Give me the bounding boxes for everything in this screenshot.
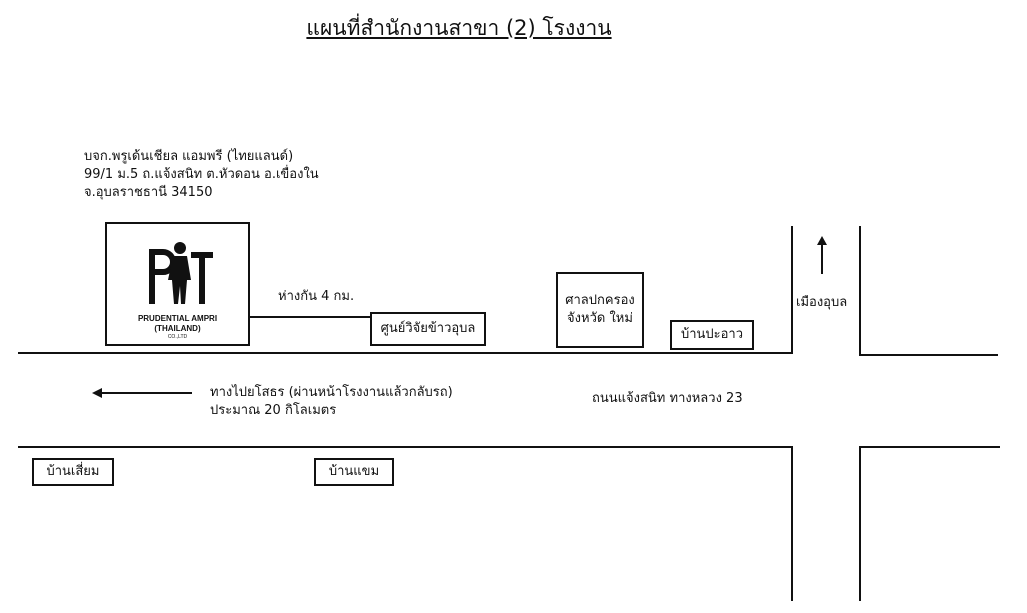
arrow-left-icon xyxy=(92,388,192,398)
map-title: แผนที่สำนักงานสาขา (2) โรงงาน xyxy=(306,16,612,40)
landmark-rice-research: ศูนย์วิจัยข้าวอุบล xyxy=(370,312,486,346)
distance-connector xyxy=(250,316,372,318)
arrow-up-icon xyxy=(817,236,827,274)
address-line-1: 99/1 ม.5 ถ.แจ้งสนิท ต.หัวดอน อ.เขื่องใน xyxy=(84,167,319,182)
landmark-ban-siam: บ้านเสี่ยม xyxy=(32,458,114,486)
court-line-2: จังหวัด ใหม่ xyxy=(567,311,633,326)
road-edge-bottom-left xyxy=(18,446,793,448)
direction-yasothon-line-2: ประมาณ 20 กิโลเมตร xyxy=(210,403,337,418)
road-edge-bottom-right xyxy=(860,446,1000,448)
court-line-1: ศาลปกครอง xyxy=(565,293,635,308)
company-name: บจก.พรูเด้นเชียล แอมพรี (ไทยแลนด์) xyxy=(84,149,294,164)
cross-road-left-lower xyxy=(791,446,793,601)
landmark-ban-pa-ao: บ้านปะอาว xyxy=(670,320,754,350)
cross-road-right-upper xyxy=(859,226,861,356)
logo-line-3: CO.,LTD xyxy=(167,334,188,340)
logo-line-1: PRUDENTIAL AMPRI xyxy=(137,314,218,323)
direction-yasothon-line-1: ทางไปยโสธร (ผ่านหน้าโรงงานแล้วกลับรถ) xyxy=(210,385,453,400)
distance-label: ห่างกัน 4 กม. xyxy=(278,289,355,304)
factory-logo-box: PRUDENTIAL AMPRI (THAILAND) CO.,LTD xyxy=(105,222,250,346)
pat-logo-icon xyxy=(149,242,213,304)
landmark-ban-khaem: บ้านแขม xyxy=(314,458,394,486)
cross-road-right-lower xyxy=(859,446,861,601)
logo-line-2: (THAILAND) xyxy=(154,324,201,333)
cross-road-left-upper xyxy=(791,226,793,354)
address-line-2: จ.อุบลราชธานี 34150 xyxy=(84,185,213,200)
landmark-admin-court: ศาลปกครอง จังหวัด ใหม่ xyxy=(556,272,644,348)
company-address: บจก.พรูเด้นเชียล แอมพรี (ไทยแลนด์) 99/1 … xyxy=(84,148,319,202)
road-edge-top-right xyxy=(860,354,998,356)
label-mueang-ubon: เมืองอุบล xyxy=(796,295,848,310)
road-name-label: ถนนแจ้งสนิท ทางหลวง 23 xyxy=(592,391,743,406)
road-edge-top-left xyxy=(18,352,793,354)
